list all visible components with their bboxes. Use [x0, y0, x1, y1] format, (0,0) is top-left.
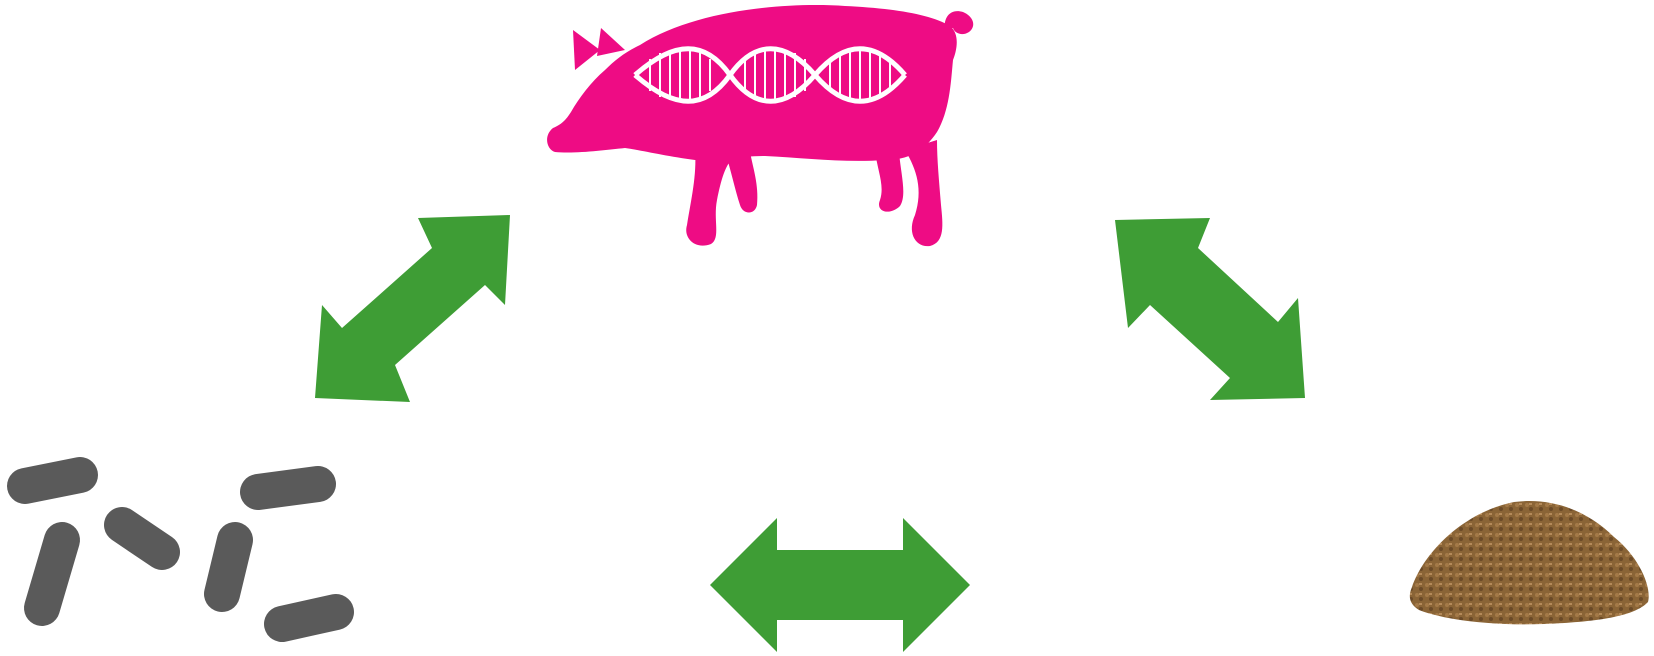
double-arrow-icon: [310, 210, 520, 410]
arrow-pig-microbes: [310, 210, 520, 410]
double-arrow-icon: [710, 515, 970, 655]
bacteria-rods-icon: [0, 450, 370, 650]
arrow-microbes-feed: [710, 515, 970, 655]
pig-node: [545, 0, 1010, 255]
feed-pellets-icon: [1404, 492, 1654, 632]
pig-with-dna-icon: [545, 0, 1010, 255]
double-arrow-icon: [1110, 210, 1320, 410]
feed-node: [1404, 492, 1654, 632]
microbes-node: [0, 450, 370, 650]
arrow-pig-feed: [1110, 210, 1320, 410]
